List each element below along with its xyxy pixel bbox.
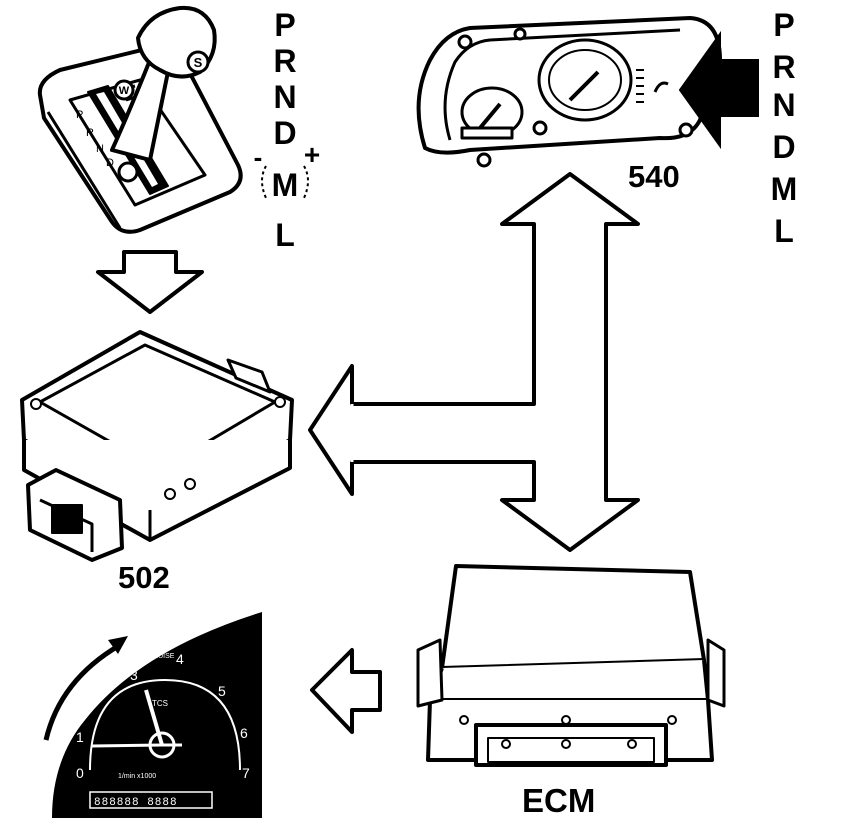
cluster-gear-list: P R N D M L — [771, 7, 798, 249]
ecm-label: ECM — [522, 782, 595, 819]
s-badge: S — [194, 55, 203, 70]
cluster-gear-n: N — [772, 87, 795, 123]
tach-number: 0 — [76, 765, 84, 781]
slot-letter: N — [96, 143, 104, 155]
cluster-number-label: 540 — [628, 159, 680, 194]
cluster-gear-d: D — [772, 129, 795, 165]
w-button-icon — [113, 79, 135, 101]
instrument-cluster-illustration — [416, 16, 722, 168]
gear-display-arrow — [678, 30, 759, 150]
data-bus-arrow — [308, 172, 640, 552]
slot-letter: P — [76, 109, 83, 121]
tcs-indicator: TCS — [152, 699, 168, 708]
tach-number: 3 — [130, 667, 138, 683]
ecm-illustration — [416, 564, 726, 767]
sport-icon — [117, 161, 139, 183]
shifter-gear-n: N — [273, 79, 296, 115]
cluster-gear-p: P — [773, 7, 794, 43]
tach-number: 6 — [240, 725, 248, 741]
s-button-icon — [186, 50, 210, 74]
module-number-label: 502 — [118, 560, 170, 595]
shifter-gear-d: D — [273, 115, 296, 151]
tach-top-label: CRUISE — [148, 653, 175, 660]
cluster-gear-m: M — [771, 171, 798, 207]
w-badge: W — [119, 85, 130, 97]
tach-number: 5 — [218, 683, 226, 699]
left-arrow — [310, 648, 382, 734]
tach-number: 7 — [242, 765, 250, 781]
tachometer-illustration: 0 1 2 3 4 5 6 7 CRUISE TCS 1/min x1000 8… — [43, 612, 262, 818]
shifter-gear-list: P R N D M L - + — [254, 7, 321, 253]
control-module-illustration — [20, 330, 294, 562]
shifter-gear-r: R — [273, 43, 296, 79]
slot-letter: R — [86, 127, 94, 139]
tach-number: 1 — [76, 729, 84, 745]
tach-number: 2 — [92, 689, 100, 705]
down-arrow — [96, 250, 204, 314]
manual-plus: + — [304, 139, 320, 170]
tach-number: 4 — [176, 651, 184, 667]
cluster-gear-r: R — [772, 49, 795, 85]
cluster-gear-l: L — [774, 213, 794, 249]
shifter-gear-p: P — [274, 7, 295, 43]
tach-caption: 1/min x1000 — [118, 773, 156, 780]
shifter-gear-m: M — [272, 167, 299, 203]
manual-minus: - — [254, 142, 263, 172]
shifter-gear-l: L — [275, 217, 295, 253]
slot-letter: D — [106, 157, 114, 169]
gear-selector-illustration: S W P R N D — [37, 5, 243, 234]
odometer-readout: 888888 8888 — [94, 797, 178, 809]
manual-mode-bracket-icon — [261, 165, 309, 199]
